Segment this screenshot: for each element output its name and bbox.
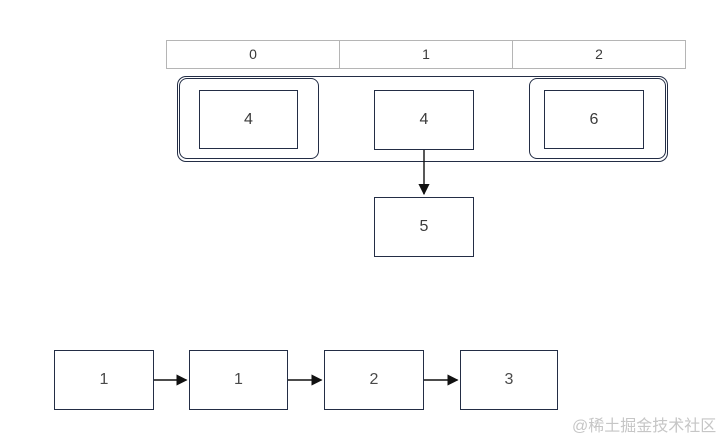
watermark-text: @稀土掘金技术社区 (572, 418, 717, 435)
list-node-1: 1 (189, 350, 288, 410)
list-node-0: 1 (54, 350, 154, 410)
bucket-node-1: 4 (374, 90, 474, 150)
overflow-node: 5 (374, 197, 474, 257)
hash-index-cell-2: 2 (595, 46, 603, 62)
list-node-3: 3 (460, 350, 558, 410)
hash-index-row: 0 1 2 (166, 40, 686, 69)
bucket-node-2: 6 (544, 90, 644, 149)
hash-index-cell-1: 1 (340, 41, 513, 68)
hash-index-cell-0: 0 (167, 41, 340, 68)
bucket-node-0: 4 (199, 90, 298, 149)
list-node-2: 2 (324, 350, 424, 410)
